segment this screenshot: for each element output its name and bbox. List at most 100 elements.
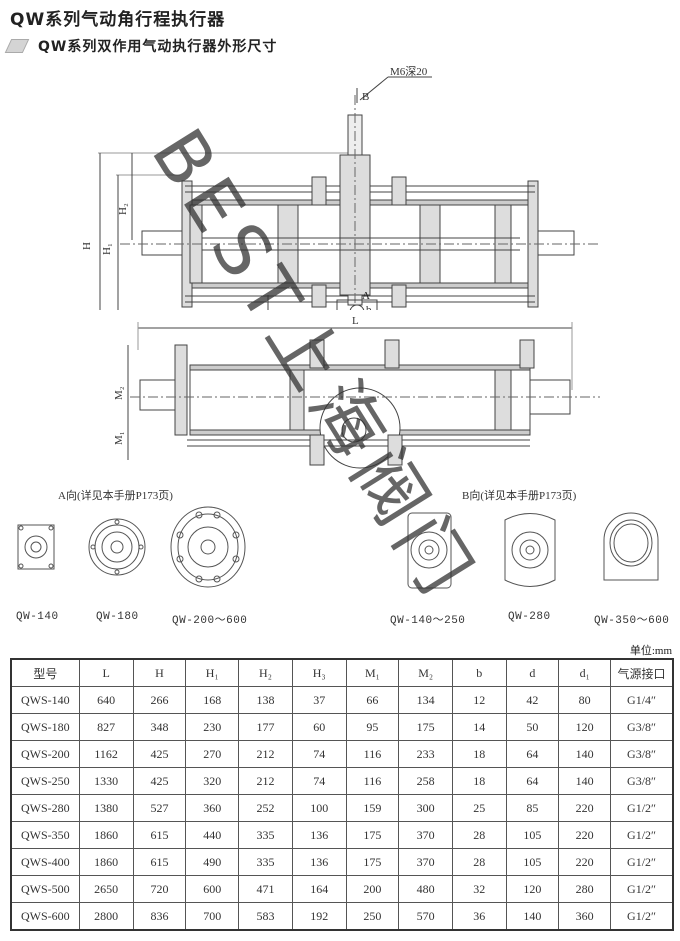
value-cell: 14 <box>452 713 507 741</box>
column-header: d₁ <box>558 658 612 687</box>
value-cell: G1/2″ <box>610 794 674 822</box>
value-cell: 527 <box>132 794 187 822</box>
value-cell: 220 <box>558 821 612 849</box>
model-label: QW-180 <box>96 611 139 623</box>
value-cell: 2650 <box>78 875 134 903</box>
model-cell: QWS-350 <box>10 821 80 849</box>
value-cell: 36 <box>452 902 507 931</box>
view-a-qw200-600 <box>170 506 246 588</box>
b-view-label: B <box>362 91 369 103</box>
value-cell: G1/4″ <box>610 686 674 714</box>
model-label: QW-280 <box>508 611 551 623</box>
section-title: QW系列双作用气动执行器外形尺寸 <box>38 39 278 55</box>
value-cell: 212 <box>238 767 293 795</box>
model-cell: QWS-180 <box>10 713 80 741</box>
model-cell: QWS-250 <box>10 767 80 795</box>
value-cell: G1/2″ <box>610 902 674 931</box>
column-header: H₂ <box>238 658 293 687</box>
value-cell: 490 <box>185 848 240 876</box>
top-section-drawing: L M₂ M₁ <box>113 315 600 469</box>
value-cell: 120 <box>558 713 612 741</box>
value-cell: 95 <box>345 713 400 741</box>
value-cell: 270 <box>185 740 240 768</box>
value-cell: 720 <box>132 875 187 903</box>
model-label: QW-350～600 <box>594 615 670 627</box>
value-cell: 233 <box>398 740 454 768</box>
value-cell: 80 <box>558 686 612 714</box>
value-cell: 140 <box>558 740 612 768</box>
value-cell: 134 <box>398 686 454 714</box>
value-cell: 168 <box>185 686 240 714</box>
unit-label: 单位:mm <box>629 645 672 657</box>
value-cell: G3/8″ <box>610 740 674 768</box>
h1-label: H₁ <box>101 243 113 255</box>
value-cell: 25 <box>452 794 507 822</box>
value-cell: 2800 <box>78 902 134 931</box>
model-cell: QWS-600 <box>10 902 80 931</box>
model-cell: QWS-200 <box>10 740 80 768</box>
value-cell: 583 <box>238 902 293 931</box>
value-cell: 60 <box>291 713 347 741</box>
a-view-caption: A向(详见本手册P173页) <box>58 490 173 502</box>
value-cell: 164 <box>291 875 347 903</box>
value-cell: 42 <box>505 686 560 714</box>
a-view-label: A <box>362 290 370 302</box>
value-cell: 28 <box>452 821 507 849</box>
value-cell: 230 <box>185 713 240 741</box>
value-cell: 136 <box>291 821 347 849</box>
value-cell: 177 <box>238 713 293 741</box>
value-cell: 836 <box>132 902 187 931</box>
value-cell: 827 <box>78 713 134 741</box>
b-view-caption: B向(详见本手册P173页) <box>462 490 577 502</box>
view-b-qw280 <box>504 513 556 587</box>
value-cell: 360 <box>558 902 612 931</box>
column-header: M₁ <box>345 658 400 687</box>
value-cell: G1/2″ <box>610 875 674 903</box>
model-cell: QWS-280 <box>10 794 80 822</box>
page-title: QW系列气动角行程执行器 <box>10 10 226 30</box>
model-label: QW-140 <box>16 611 59 623</box>
value-cell: 440 <box>185 821 240 849</box>
column-header: H₁ <box>185 658 240 687</box>
value-cell: G3/8″ <box>610 767 674 795</box>
value-cell: 300 <box>398 794 454 822</box>
value-cell: 212 <box>238 740 293 768</box>
value-cell: G1/2″ <box>610 848 674 876</box>
value-cell: 425 <box>132 740 187 768</box>
view-b-qw350-600 <box>603 512 659 581</box>
value-cell: 220 <box>558 794 612 822</box>
value-cell: 252 <box>238 794 293 822</box>
value-cell: 85 <box>505 794 560 822</box>
view-a-qw180 <box>88 518 146 576</box>
section-bullet-icon <box>4 39 30 53</box>
value-cell: 175 <box>345 821 400 849</box>
value-cell: 116 <box>345 740 400 768</box>
front-section-drawing: M6深20 B H H₁ H₂ H₃ <box>81 65 600 310</box>
m2-label: M₂ <box>113 386 125 400</box>
value-cell: 480 <box>398 875 454 903</box>
flange-views <box>17 506 659 589</box>
model-cell: QWS-400 <box>10 848 80 876</box>
column-header: H <box>132 658 187 687</box>
value-cell: 570 <box>398 902 454 931</box>
column-header: 型号 <box>10 658 80 687</box>
value-cell: 32 <box>452 875 507 903</box>
value-cell: 105 <box>505 848 560 876</box>
value-cell: 64 <box>505 740 560 768</box>
value-cell: 120 <box>505 875 560 903</box>
value-cell: 18 <box>452 767 507 795</box>
column-header: b <box>452 658 507 687</box>
value-cell: 700 <box>185 902 240 931</box>
value-cell: 615 <box>132 821 187 849</box>
nut-left <box>139 379 176 411</box>
value-cell: 18 <box>452 740 507 768</box>
h2-label: H₂ <box>117 203 129 215</box>
value-cell: 320 <box>185 767 240 795</box>
h-label: H <box>81 242 93 250</box>
